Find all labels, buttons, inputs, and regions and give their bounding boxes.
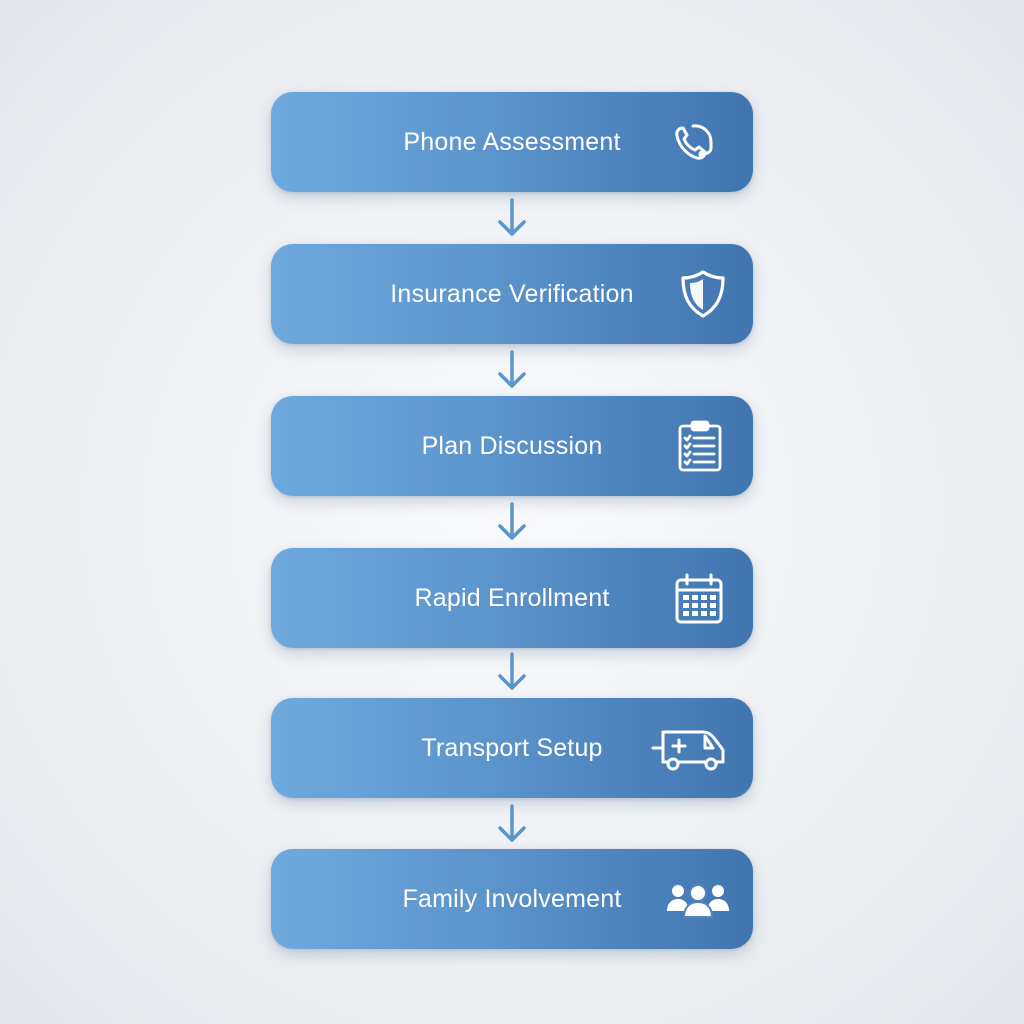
arrow-down-2 (494, 348, 530, 392)
ambulance-icon (651, 720, 727, 776)
step-transport-setup: Transport Setup (271, 698, 753, 798)
step-rapid-enrollment: Rapid Enrollment (271, 548, 753, 648)
step-phone-assessment: Phone Assessment (271, 92, 753, 192)
step-label: Transport Setup (421, 734, 603, 762)
step-label: Phone Assessment (403, 128, 621, 156)
calendar-icon (671, 570, 727, 626)
arrow-down-4 (494, 650, 530, 694)
clipboard-checklist-icon (672, 418, 728, 474)
step-label: Plan Discussion (421, 432, 603, 460)
arrow-down-1 (494, 196, 530, 240)
step-label: Family Involvement (402, 885, 622, 913)
step-insurance-verification: Insurance Verification (271, 244, 753, 344)
shield-icon (675, 266, 731, 322)
group-people-icon (663, 871, 733, 927)
step-label: Rapid Enrollment (414, 584, 610, 612)
phone-support-icon (665, 114, 721, 170)
step-label: Insurance Verification (390, 280, 634, 308)
step-plan-discussion: Plan Discussion (271, 396, 753, 496)
step-family-involvement: Family Involvement (271, 849, 753, 949)
arrow-down-3 (494, 500, 530, 544)
arrow-down-5 (494, 802, 530, 846)
